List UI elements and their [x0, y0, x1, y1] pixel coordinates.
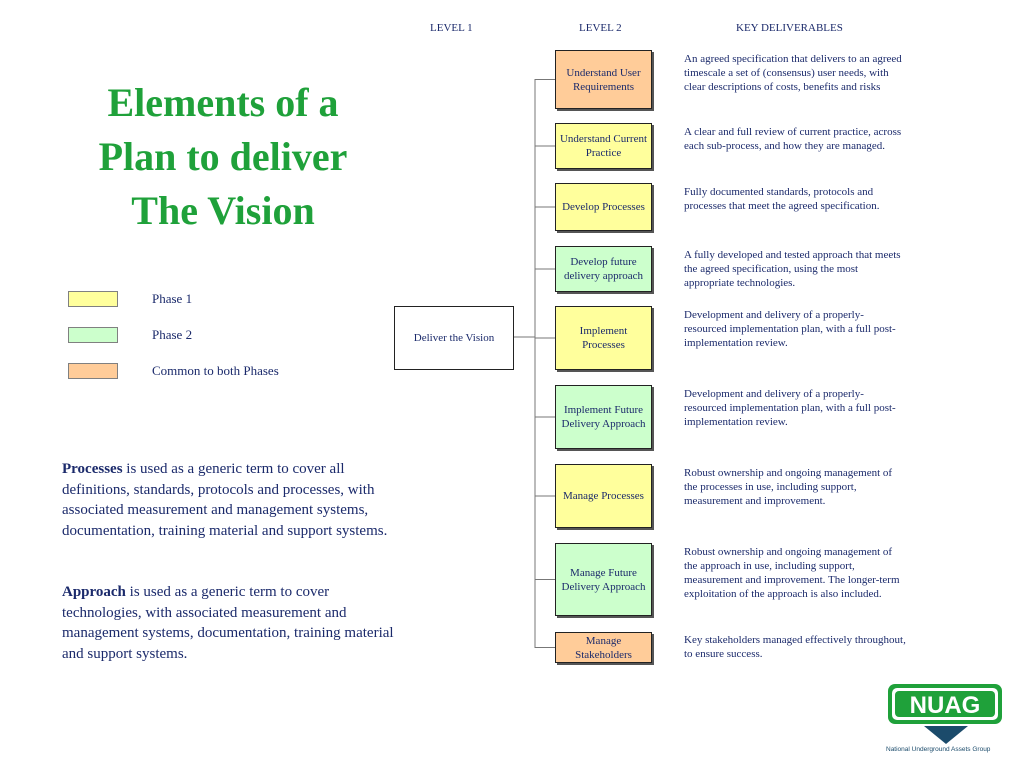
node-label: Understand User Requirements [566, 66, 641, 93]
title-line-3: The Vision [131, 188, 315, 233]
deliverable-develop-future-delivery-approach: A fully developed and tested approach th… [684, 249, 901, 289]
node-label: Implement Future Delivery Approach [561, 404, 646, 430]
deliverable-understand-user-requirements: An agreed specification that delivers to… [684, 53, 902, 93]
deliverable-develop-processes: Fully documented standards, protocols an… [684, 186, 880, 212]
node-implement-processes: Implement Processes [555, 306, 652, 370]
node-manage-future-delivery-approach: Manage Future Delivery Approach [555, 543, 652, 616]
logo-text-plate [895, 691, 995, 717]
page-title: Elements of a Plan to deliver The Vision [40, 76, 406, 238]
root-node-deliver-the-vision: Deliver the Vision [394, 306, 514, 370]
deliverable-implement-future-delivery-approach: Development and delivery of a properly-r… [684, 388, 896, 428]
deliverable-implement-processes: Development and delivery of a properly-r… [684, 309, 896, 349]
title-line-1: Elements of a [107, 80, 339, 125]
node-label: Develop future delivery approach [563, 256, 644, 282]
processes-definition: Processes is used as a generic term to c… [62, 459, 398, 541]
processes-text: is used as a generic term to cover all d… [62, 461, 388, 539]
node-understand-user-requirements: Understand User Requirements [555, 50, 652, 109]
approach-term: Approach [62, 584, 126, 600]
node-develop-processes: Develop Processes [555, 183, 652, 231]
legend-label-common: Common to both Phases [152, 363, 279, 378]
node-label: Manage Processes [563, 490, 644, 502]
header-level-2: LEVEL 2 [579, 22, 622, 34]
legend-swatch-common [68, 363, 118, 379]
deliverable-manage-processes: Robust ownership and ongoing management … [684, 467, 893, 507]
legend-swatch-phase-1 [68, 291, 118, 307]
title-line-2: Plan to deliver [98, 134, 348, 179]
node-label: Manage Stakeholders [575, 634, 632, 661]
node-manage-processes: Manage Processes [555, 464, 652, 528]
root-node-label: Deliver the Vision [413, 332, 495, 344]
legend-label-phase-2: Phase 2 [152, 327, 193, 342]
node-manage-stakeholders: Manage Stakeholders [555, 632, 652, 663]
deliverable-manage-stakeholders: Key stakeholders managed effectively thr… [684, 634, 906, 660]
processes-term: Processes [62, 461, 123, 477]
legend-swatch-phase-2 [68, 327, 118, 343]
node-implement-future-delivery-approach: Implement Future Delivery Approach [555, 385, 652, 449]
approach-definition: Approach is used as a generic term to co… [62, 582, 398, 664]
deliverable-manage-future-delivery-approach: Robust ownership and ongoing management … [684, 546, 900, 600]
approach-text: is used as a generic term to cover techn… [62, 584, 394, 662]
down-arrow-badge-icon [924, 726, 968, 744]
node-label: Understand Current Practice [559, 133, 648, 159]
header-key-deliverables: KEY DELIVERABLES [736, 22, 843, 34]
node-label: Develop Processes [562, 201, 645, 213]
nuag-logo: NUAG [888, 684, 1002, 744]
legend-label-phase-1: Phase 1 [152, 291, 193, 306]
node-understand-current-practice: Understand Current Practice [555, 123, 652, 169]
logo-caption: National Underground Assets Group [886, 746, 991, 753]
logo-text: NUAG [910, 692, 981, 719]
deliverable-understand-current-practice: A clear and full review of current pract… [684, 126, 902, 152]
header-level-1: LEVEL 1 [430, 22, 473, 34]
node-develop-future-delivery-approach: Develop future delivery approach [555, 246, 652, 292]
node-label: Manage Future Delivery Approach [561, 566, 646, 593]
node-label: Implement Processes [579, 325, 628, 351]
